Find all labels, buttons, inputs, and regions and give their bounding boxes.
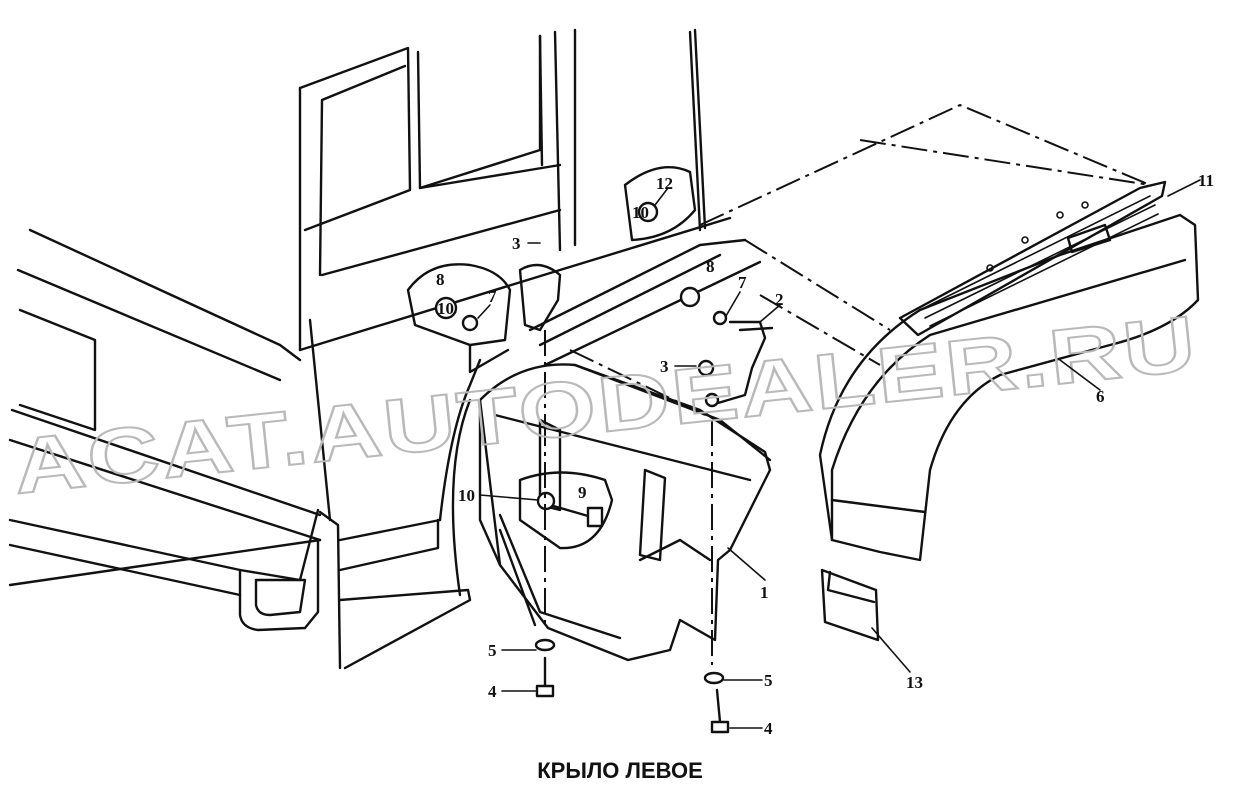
callout-4-left: 4 (488, 682, 497, 701)
fender-part (818, 180, 1200, 562)
callouts: 1 2 3 3 4 4 5 5 6 7 7 8 8 9 10 10 10 11 … (436, 171, 1214, 738)
fasteners (534, 420, 730, 734)
callout-11: 11 (1198, 171, 1214, 190)
callout-4-right: 4 (764, 719, 773, 738)
mudflap-part (820, 568, 880, 642)
callout-7-right: 7 (738, 273, 747, 292)
callout-9: 9 (578, 483, 587, 502)
callout-5-right: 5 (764, 671, 773, 690)
callout-3-top: 3 (512, 234, 521, 253)
callout-3-mid: 3 (660, 357, 669, 376)
callout-13: 13 (906, 673, 923, 692)
callout-10-main: 10 (458, 486, 475, 505)
callout-5-left: 5 (488, 641, 497, 660)
callout-2: 2 (775, 290, 784, 309)
callout-12: 12 (656, 174, 673, 193)
left-bracket (406, 263, 562, 374)
rear-bracket (679, 286, 774, 408)
diagram-caption: КРЫЛО ЛЕВОЕ (537, 758, 703, 783)
frame-rail (528, 103, 1151, 420)
cab-body (8, 28, 732, 670)
callout-6: 6 (1096, 387, 1105, 406)
callout-1: 1 (760, 583, 769, 602)
callout-8-right: 8 (706, 257, 715, 276)
access-hatch (623, 166, 697, 242)
callout-8-left: 8 (436, 270, 445, 289)
callout-10-left: 10 (437, 299, 454, 318)
callout-10-hatch: 10 (632, 203, 649, 222)
watermark: ACAT.AUTODEALER.RU (9, 299, 1202, 511)
callout-7-left: 7 (488, 287, 497, 306)
mudguard-part (478, 363, 772, 662)
